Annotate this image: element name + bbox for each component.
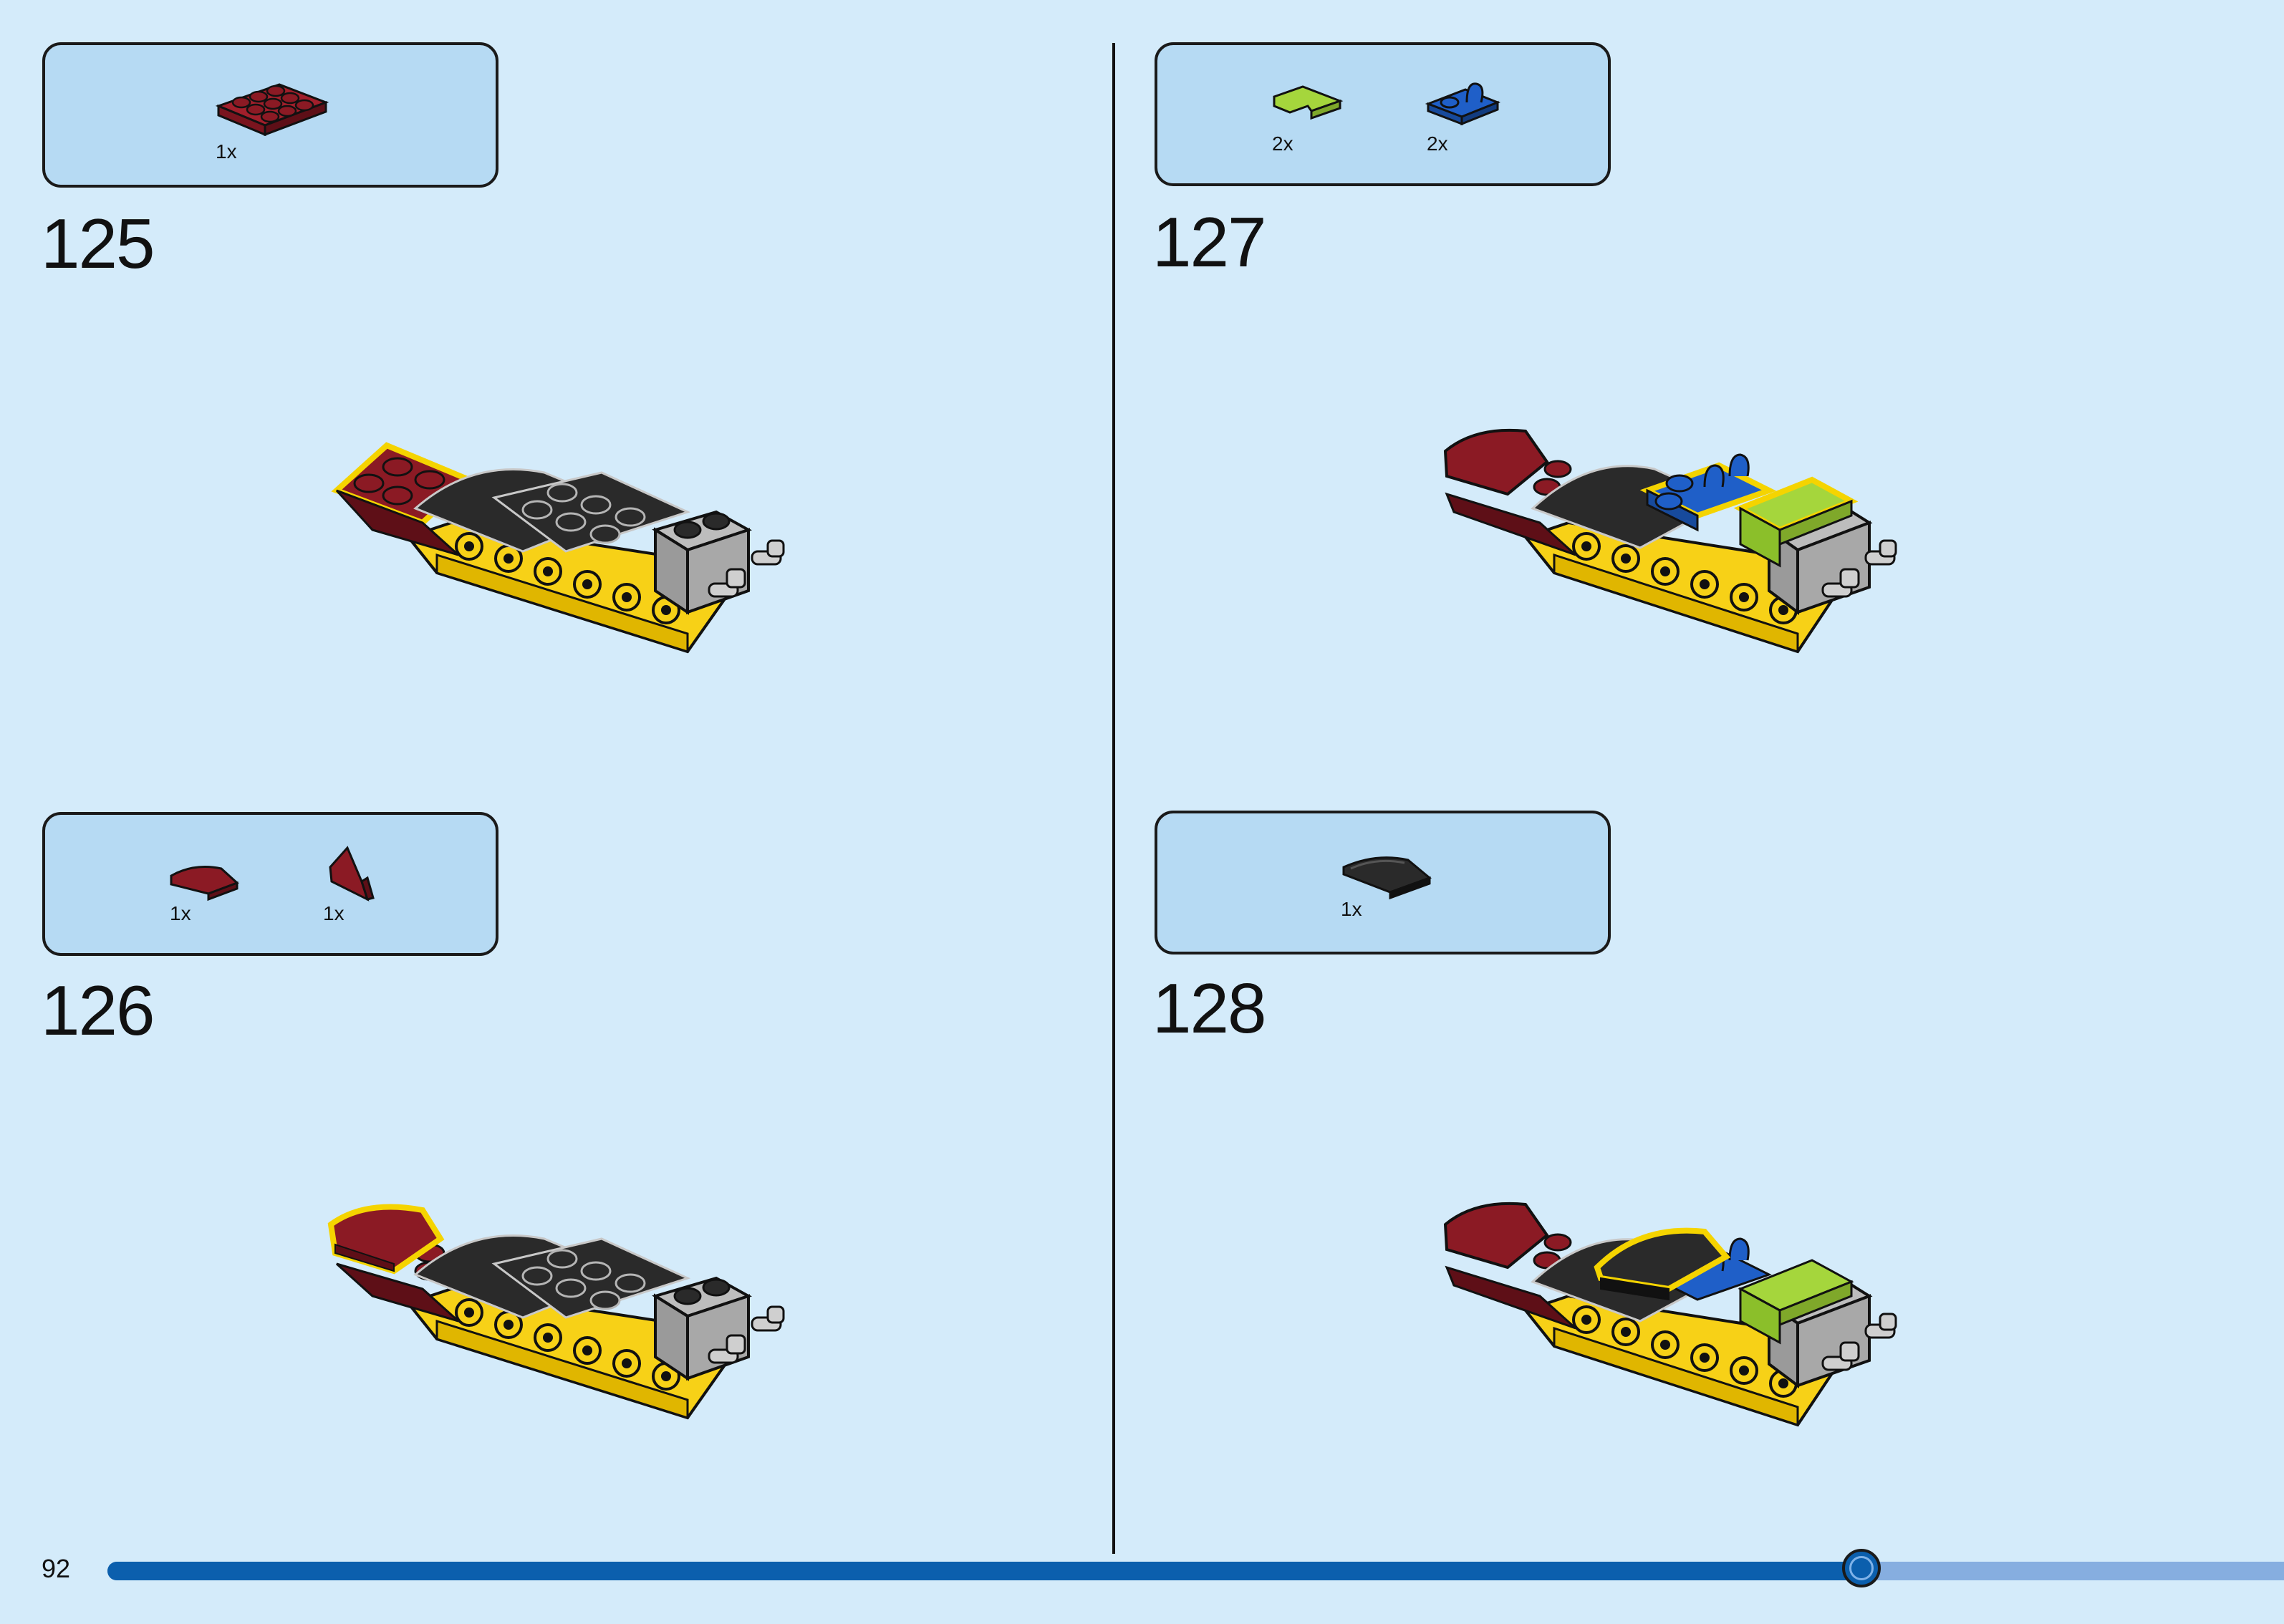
progress-bar (107, 1549, 2284, 1587)
part-quantity: 2x (1427, 132, 1448, 155)
dark-red-wedge-icon (317, 842, 382, 907)
step-number-125: 125 (41, 204, 155, 283)
parts-callout-127: 2x 2x (1155, 42, 1611, 186)
part-quantity: 1x (170, 902, 191, 924)
step-number-127: 127 (1152, 203, 1267, 281)
step-number-128: 128 (1152, 969, 1267, 1048)
dark-red-plate-2x3-icon (211, 67, 333, 145)
page-divider (1112, 43, 1115, 1554)
page-number: 92 (42, 1554, 71, 1583)
blue-clip-plate-icon (1422, 74, 1501, 131)
parts-callout-128: 1x (1155, 811, 1611, 954)
part-quantity: 1x (323, 902, 344, 924)
parts-callout-126: 1x 1x (42, 812, 498, 956)
parts-callout-125: 1x (42, 42, 498, 188)
part-quantity: 1x (216, 140, 237, 163)
part-quantity: 2x (1272, 132, 1293, 155)
step-number-126: 126 (41, 971, 155, 1050)
model-step-127 (1440, 422, 1905, 659)
model-step-126 (322, 1196, 788, 1432)
part-quantity: 1x (1341, 898, 1362, 920)
progress-indicator (1842, 1549, 1881, 1587)
lime-slope-icon (1268, 81, 1347, 131)
model-step-125 (329, 430, 788, 666)
progress-bar-fill (107, 1562, 1861, 1580)
dark-red-curved-slope-icon (165, 861, 244, 904)
model-step-128 (1440, 1196, 1905, 1432)
black-curved-slope-icon (1336, 846, 1437, 903)
